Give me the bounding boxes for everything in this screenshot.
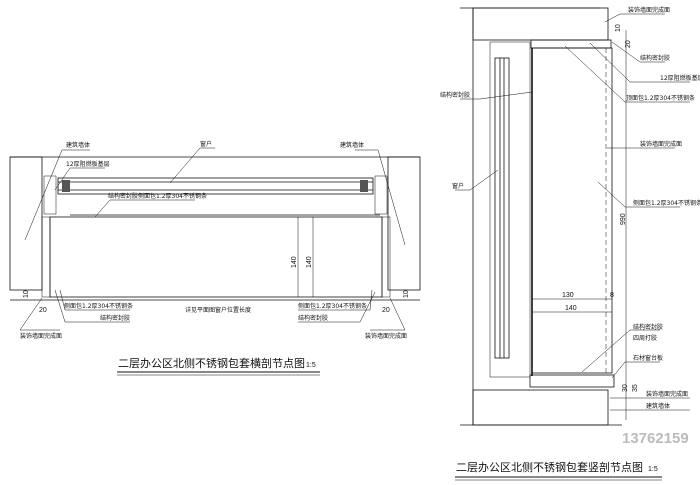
dim-140: 140 [565, 305, 577, 312]
dim-top-20: 20 [625, 40, 632, 48]
label-window-vertical: 窗户 [452, 182, 464, 190]
dim-right-width: 20 [382, 307, 390, 314]
label-length-note: 详见平面图窗户位置长度 [185, 306, 251, 314]
label-perimeter-glue: 四周打胶 [633, 334, 657, 342]
label-side-left: 侧面包1.2厚304不锈钢条 [64, 302, 133, 310]
label-sealant-bottom: 结构密封胶 [633, 323, 663, 331]
horizontal-section: 建筑墙体 建筑墙体 窗户 12厚阻燃板基层 结构密封胶侧面包1.2厚304不锈钢… [9, 140, 421, 376]
label-wall-left: 建筑墙体 [66, 141, 90, 149]
dim-35: 35 [632, 384, 639, 392]
dim-right-height: 10 [403, 290, 410, 298]
section-scale-vertical: 1:5 [648, 466, 658, 473]
label-finish-right: 装饰墙面完成面 [365, 332, 407, 340]
section-title-vertical: 二层办公区北侧不锈钢包套竖剖节点图 [456, 460, 643, 474]
label-sealant-left-vertical: 结构密封胶 [440, 91, 470, 99]
label-wall-right: 建筑墙体 [340, 141, 364, 149]
label-finish-mid: 装饰墙面完成面 [640, 140, 682, 148]
label-window: 窗户 [200, 140, 212, 148]
watermark: 13762159 [622, 430, 689, 447]
label-base-board-vertical: 12厚阻燃板基层 [660, 74, 700, 82]
section-title-horizontal: 二层办公区北侧不锈钢包套横剖节点图 [118, 356, 305, 370]
label-finish-top: 装饰墙面完成面 [628, 6, 670, 14]
window-frame [57, 177, 374, 195]
label-finish-left: 装饰墙面完成面 [20, 332, 62, 340]
dim-height: 990 [620, 213, 627, 225]
steel-panel-vertical [531, 47, 613, 374]
dim-top-10: 10 [615, 24, 622, 32]
stone-sill [529, 374, 615, 388]
label-top-face: 结构密封胶侧面包1.2厚304不锈钢条 [108, 192, 207, 200]
wall-top [472, 7, 609, 41]
label-sealant-top: 结构密封胶 [640, 54, 670, 62]
dim-left-height: 10 [23, 290, 30, 298]
dim-left-width: 20 [39, 307, 47, 314]
dim-30: 30 [622, 384, 629, 392]
wall-bottom [472, 389, 609, 426]
dim-130: 130 [562, 292, 574, 299]
label-sealant-left: 结构密封胶 [100, 314, 130, 322]
label-base-board: 12厚阻燃板基层 [66, 160, 110, 168]
section-scale-horizontal: 1:5 [306, 362, 316, 369]
dim-depth-a: 140 [291, 256, 298, 268]
label-wall-vertical: 建筑墙体 [646, 402, 670, 410]
label-side-face-vertical: 侧面包1.2厚304不锈钢条 [633, 199, 700, 207]
vertical-section: 装饰墙面完成面 结构密封胶 12厚阻燃板基层 顶面包1.2厚304不锈钢条 结构… [440, 6, 700, 481]
dim-depth-b: 140 [306, 256, 313, 268]
wall-left [9, 156, 43, 291]
label-side-right: 侧面包1.2厚304不锈钢条 [298, 302, 367, 310]
wall-right [387, 156, 421, 291]
label-sealant-right: 结构密封胶 [298, 314, 328, 322]
label-finish-bottom: 装饰墙面完成面 [646, 390, 688, 398]
label-stone-sill: 石材窗台板 [633, 354, 663, 362]
window-frame-vertical [489, 41, 531, 378]
dim-8: 8 [610, 292, 614, 299]
label-top-face-vertical: 顶面包1.2厚304不锈钢条 [626, 94, 695, 102]
steel-panel [49, 216, 383, 298]
